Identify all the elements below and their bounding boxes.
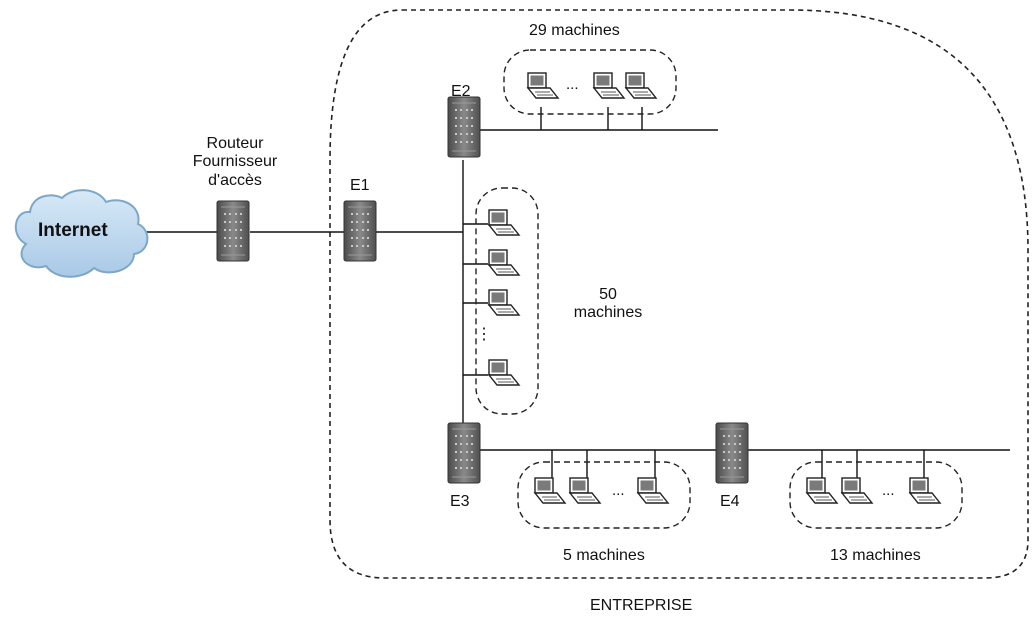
isp-router-device <box>216 200 250 262</box>
router-e2-device <box>447 96 481 158</box>
laptop-icon <box>625 72 657 99</box>
isp-router-label-line2: Fournisseur <box>192 153 278 171</box>
isp-router-label: Routeur Fournisseur d'accès <box>190 135 280 190</box>
router-e4-label: E4 <box>720 493 740 510</box>
router-e3-label: E3 <box>450 493 470 510</box>
enterprise-title: ENTREPRISE <box>590 597 693 614</box>
laptop-icon <box>527 72 559 99</box>
group-middle-ellipsis: ⋮ <box>476 326 492 343</box>
group-bottom-right-label: 13 machines <box>830 547 921 564</box>
group-bottom-right-boundary <box>789 461 963 529</box>
router-e4-device <box>715 422 749 484</box>
group-top-label: 29 machines <box>529 22 620 39</box>
enterprise-boundary <box>329 9 1029 579</box>
laptop-icon <box>637 477 669 504</box>
laptop-icon <box>806 477 838 504</box>
group-bottom-left-boundary <box>517 461 691 529</box>
laptop-icon <box>593 72 625 99</box>
group-bottom-left-label: 5 machines <box>563 547 645 564</box>
group-middle-boundary <box>475 187 539 415</box>
isp-router-label-line3: d'accès <box>208 171 262 189</box>
laptop-icon <box>569 477 601 504</box>
laptop-icon <box>909 477 941 504</box>
laptop-icon <box>841 477 873 504</box>
laptop-icon <box>488 209 520 236</box>
router-e3-device <box>447 422 481 484</box>
laptop-icon <box>488 289 520 316</box>
laptop-icon <box>488 359 520 386</box>
router-e1-label: E1 <box>350 177 370 194</box>
group-middle-label-line2: machines <box>573 304 643 322</box>
laptop-icon <box>534 477 566 504</box>
isp-router-label-line1: Routeur <box>206 135 264 152</box>
group-top-ellipsis: ... <box>566 76 579 93</box>
group-bottom-right-ellipsis: ... <box>882 482 895 499</box>
router-e2-label: E2 <box>451 83 471 100</box>
group-bottom-left-ellipsis: ... <box>612 482 625 499</box>
group-middle-label-line1: 50 <box>599 286 617 303</box>
group-middle-label: 50 machines <box>568 286 648 323</box>
internet-label: Internet <box>38 220 108 241</box>
router-e1-device <box>343 200 377 262</box>
internet-cloud <box>15 189 149 278</box>
laptop-icon <box>488 249 520 276</box>
group-top-boundary <box>503 49 677 115</box>
